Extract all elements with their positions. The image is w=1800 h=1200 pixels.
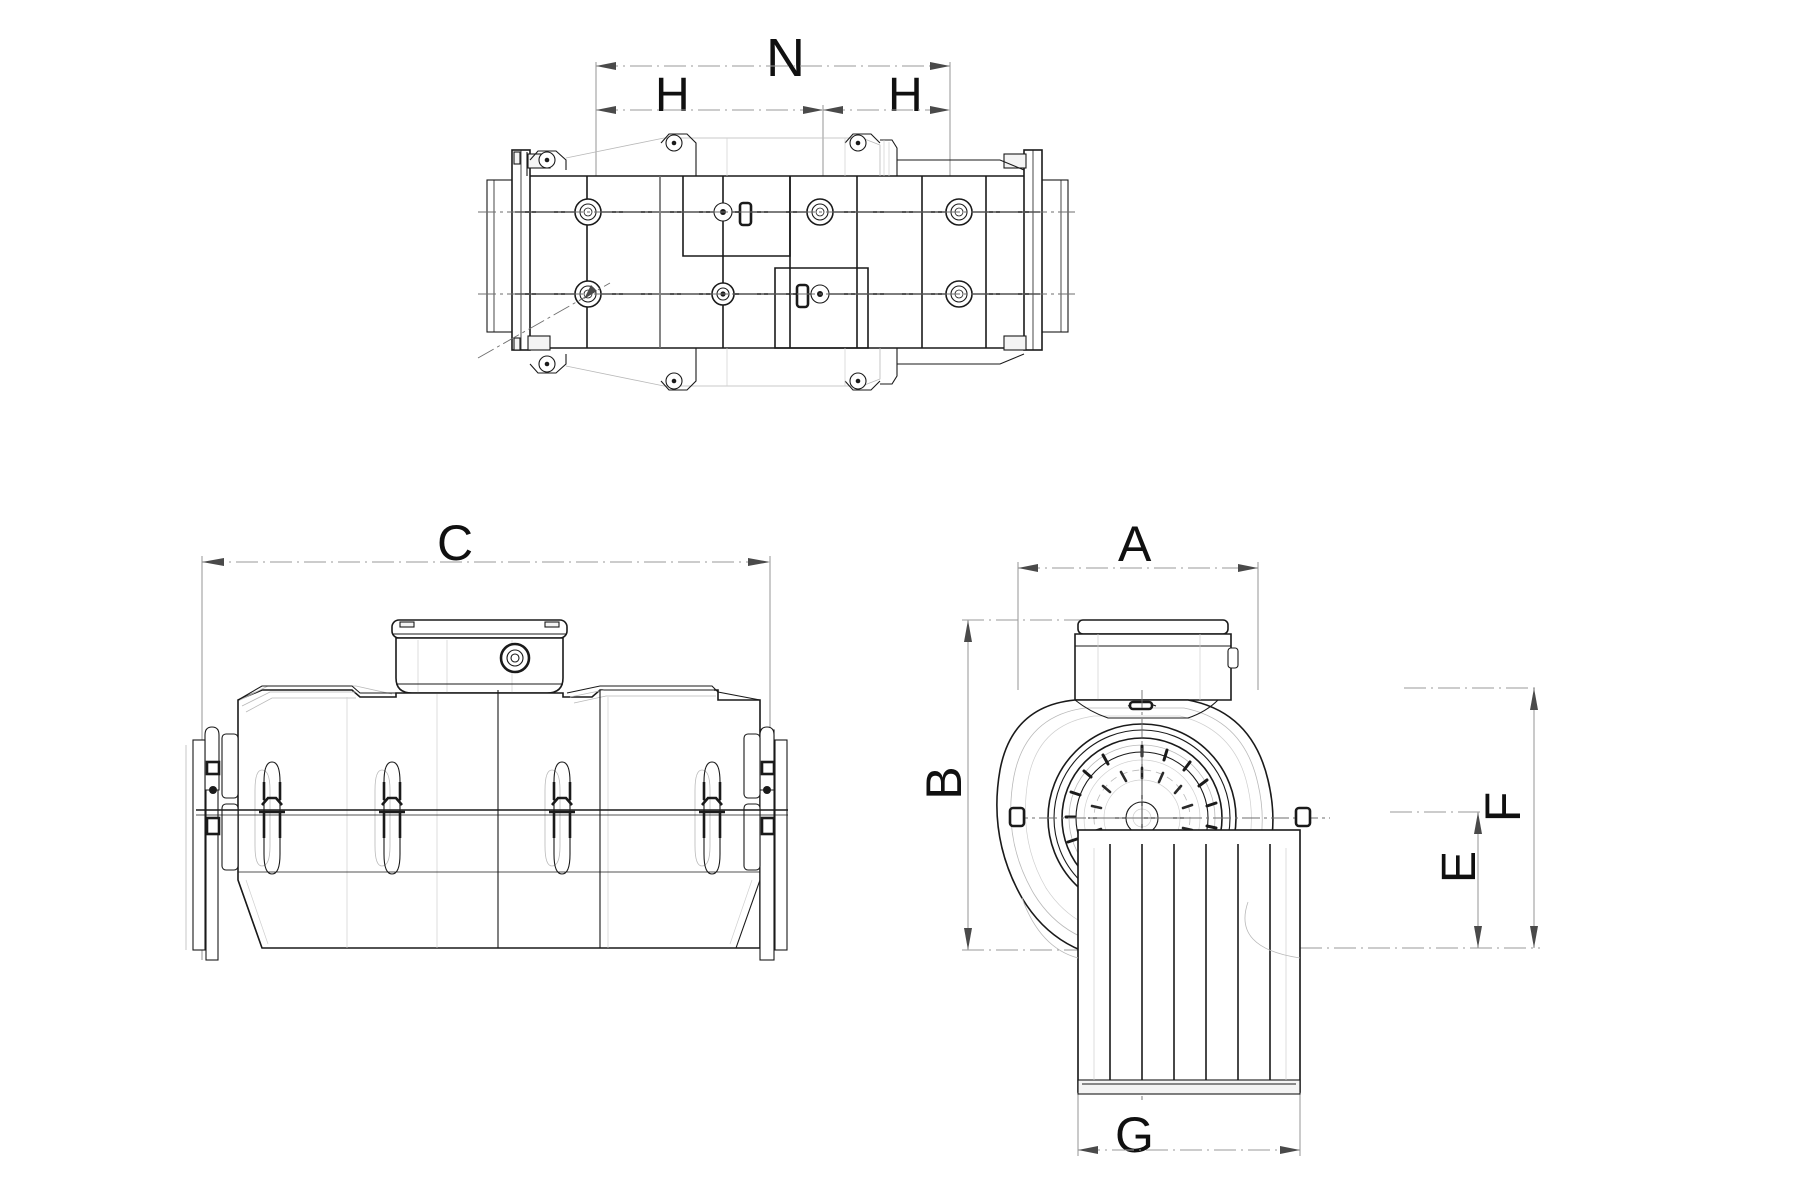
dimension-label-A: A — [1118, 516, 1152, 572]
dimension-B — [962, 619, 1090, 951]
side-view-right-flange — [743, 726, 788, 961]
dimension-H-right — [823, 106, 950, 114]
top-view-right-stub — [1039, 179, 1069, 333]
dimension-label-C: C — [437, 515, 474, 571]
top-view-lug-5 — [660, 348, 697, 391]
top-view-right-flange — [1003, 149, 1043, 351]
dimension-N — [595, 62, 951, 180]
end-view-outlet-duct — [1074, 619, 1239, 701]
top-view-pocket-lower — [774, 267, 869, 349]
top-view-lug-2 — [660, 133, 697, 176]
top-view-lug-6 — [844, 380, 881, 391]
dimension-E — [1390, 811, 1484, 948]
end-view-cutwater-tab — [1294, 806, 1312, 828]
side-view-casing — [237, 689, 761, 949]
dimension-A — [1017, 562, 1259, 690]
end-view-group — [962, 562, 1540, 1156]
top-view-lug-4 — [529, 354, 567, 374]
side-view-junction-box — [391, 619, 568, 694]
dimension-label-N: N — [766, 28, 805, 88]
dimension-G — [1077, 1092, 1301, 1156]
side-view-group — [185, 556, 788, 961]
top-view-left-stub — [486, 179, 516, 333]
top-view-lug-3 — [844, 133, 881, 144]
dimension-F — [1300, 687, 1540, 949]
top-view-lug-1 — [529, 150, 567, 170]
top-view-group — [477, 62, 1075, 391]
side-view-fin-slots — [254, 761, 725, 875]
end-view-base-fins — [1077, 829, 1301, 1095]
top-view-pocket-upper — [682, 176, 791, 257]
end-view-inlet-tab — [1008, 806, 1026, 828]
dimension-H-left — [596, 105, 824, 186]
top-view-lug-holes — [538, 134, 867, 390]
dimension-label-G: G — [1115, 1107, 1154, 1163]
dimension-label-H-left: H — [655, 69, 690, 122]
dimension-label-H-right: H — [888, 69, 923, 122]
side-view-left-flange — [185, 726, 239, 961]
